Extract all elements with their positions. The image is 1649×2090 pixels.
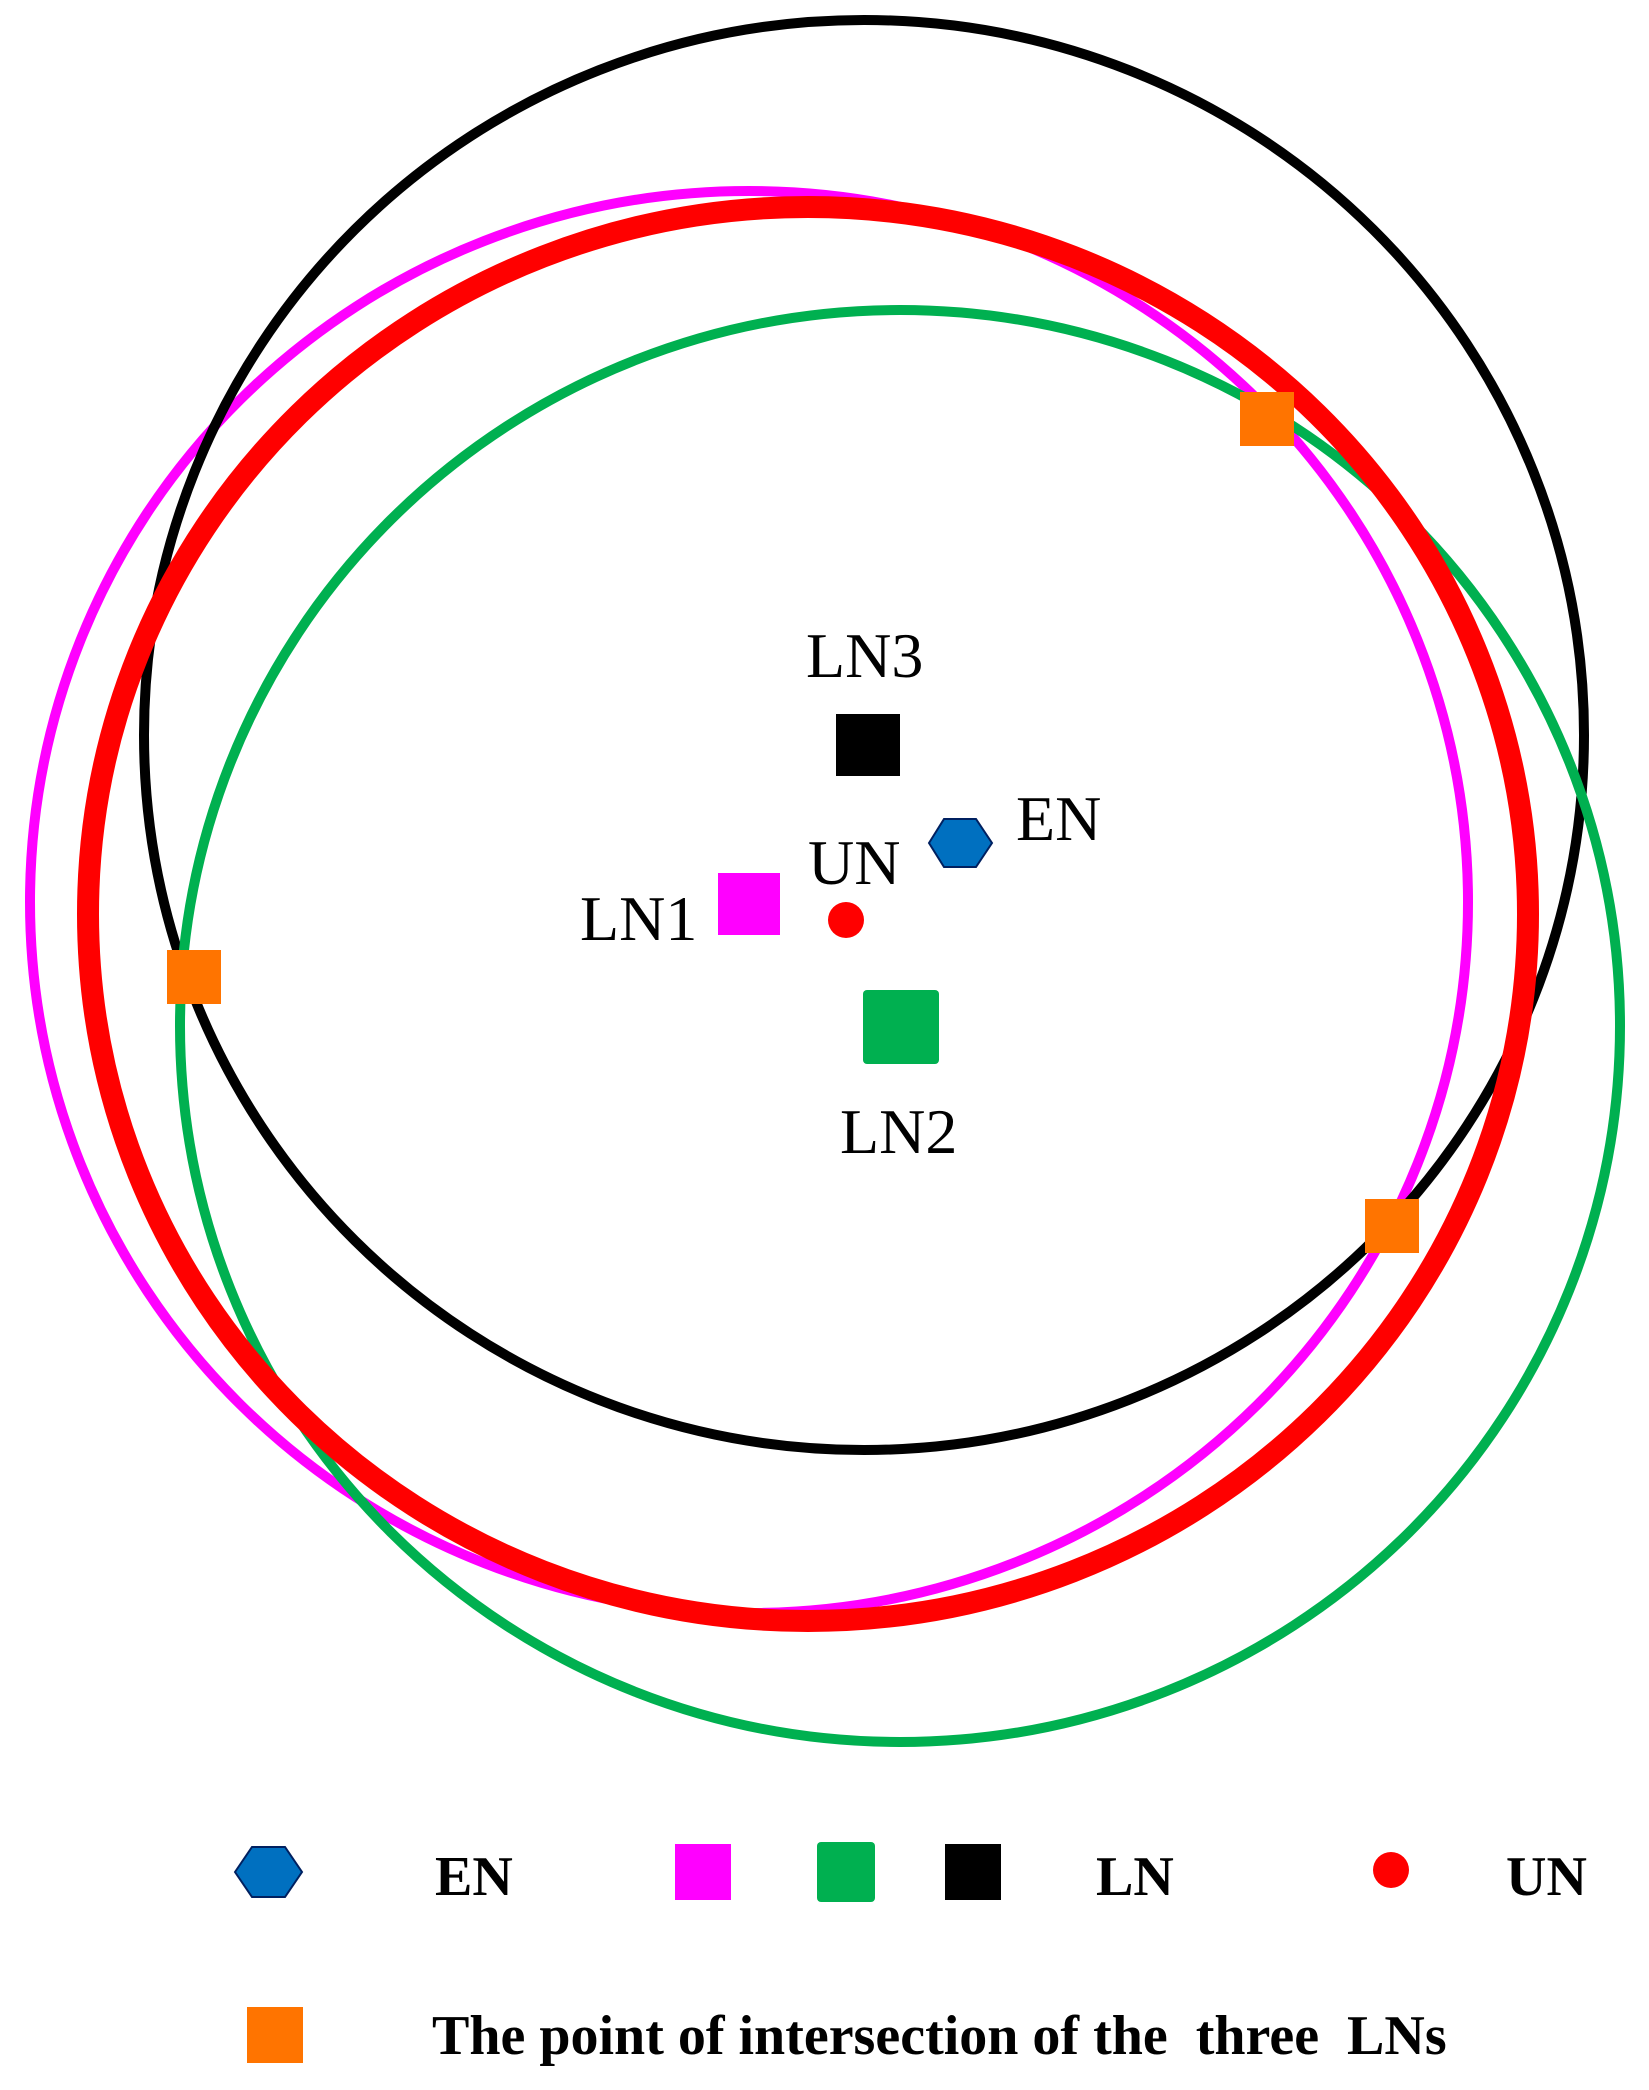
ln2-range-circle xyxy=(175,305,1625,1747)
legend-un-label: UN xyxy=(1506,1846,1587,1908)
un-marker xyxy=(828,902,864,938)
un-label: UN xyxy=(808,827,900,898)
intersection-point-top-right xyxy=(1240,392,1294,446)
ln2-label: LN2 xyxy=(840,1096,957,1167)
ln1-label: LN1 xyxy=(580,883,697,954)
legend-ln-label: LN xyxy=(1096,1846,1174,1908)
legend-intersection-icon xyxy=(247,2007,303,2063)
legend-un-icon xyxy=(1373,1852,1409,1888)
intersection-point-left xyxy=(167,950,221,1004)
ln2-marker xyxy=(863,990,939,1064)
ln3-marker xyxy=(836,714,900,776)
ln3-label: LN3 xyxy=(806,620,923,691)
ln1-marker xyxy=(718,873,780,935)
en-label: EN xyxy=(1016,783,1101,854)
legend-intersection-label: The point of intersection of the three L… xyxy=(432,2005,1447,2067)
legend-ln1-icon xyxy=(675,1844,731,1900)
legend-en-label: EN xyxy=(435,1846,513,1908)
legend-en-icon xyxy=(233,1846,304,1898)
intersection-point-bottom-right xyxy=(1365,1199,1419,1253)
legend-ln2-icon xyxy=(817,1842,875,1902)
en-marker xyxy=(927,818,994,868)
un-range-circle xyxy=(77,196,1539,1632)
ln3-range-circle xyxy=(139,15,1589,1455)
legend-ln3-icon xyxy=(945,1844,1001,1900)
